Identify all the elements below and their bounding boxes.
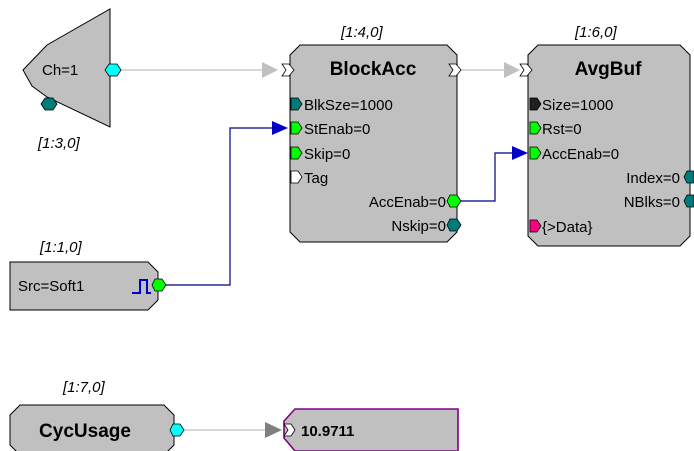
avgbuf-index-out-port[interactable] xyxy=(683,170,694,184)
channel-label: Ch=1 xyxy=(42,62,78,79)
channel-block[interactable]: Ch=1 [1:3,0] xyxy=(22,8,122,152)
avgbuf-title: AvgBuf xyxy=(575,59,643,80)
value-display-body xyxy=(283,408,459,451)
channel-aux-port[interactable] xyxy=(40,97,58,111)
blockacc-input-stenab: StEnab=0 xyxy=(304,121,370,138)
blockacc-skip-port[interactable] xyxy=(290,146,303,160)
blockacc-nskip-out-port[interactable] xyxy=(446,218,462,232)
avgbuf-body[interactable] xyxy=(527,44,691,247)
trigger-block[interactable]: [1:1,0] Src=Soft1 xyxy=(9,239,167,311)
wires xyxy=(120,62,528,438)
avgbuf-input-rst: Rst=0 xyxy=(542,121,582,138)
avgbuf-nblks-out-port[interactable] xyxy=(683,194,694,208)
wire-accenab-to-avgbuf[interactable] xyxy=(460,152,512,202)
trigger-body[interactable] xyxy=(9,261,159,311)
trigger-coord: [1:1,0] xyxy=(39,239,83,256)
wire-trigger-to-stenab[interactable] xyxy=(166,127,272,286)
cycusage-output-port[interactable] xyxy=(169,423,185,437)
value-display-text: 10.9711 xyxy=(301,423,354,440)
trigger-output-port[interactable] xyxy=(151,278,167,292)
avgbuf-output-index: Index=0 xyxy=(626,170,680,187)
cycusage-block[interactable]: [1:7,0] CycUsage xyxy=(9,379,185,451)
wire-arrow-blockacc-to-avgbuf xyxy=(504,62,520,78)
blockacc-blksze-port[interactable] xyxy=(290,97,303,111)
avgbuf-input-size: Size=1000 xyxy=(542,97,613,114)
wire-arrow-ch-to-blockacc xyxy=(262,62,278,78)
avgbuf-output-nblks: NBlks=0 xyxy=(624,194,680,211)
blockacc-output-nskip: Nskip=0 xyxy=(391,218,446,235)
cycusage-title: CycUsage xyxy=(39,421,131,442)
blockacc-coord: [1:4,0] xyxy=(340,24,384,41)
channel-output-port[interactable] xyxy=(104,63,122,77)
blockacc-title: BlockAcc xyxy=(330,59,417,80)
avgbuf-coord: [1:6,0] xyxy=(574,24,618,41)
avgbuf-block[interactable]: [1:6,0] AvgBuf Size=1000 Rst=0 AccEnab=0… xyxy=(519,24,694,247)
avgbuf-data-port[interactable] xyxy=(529,219,542,233)
pulse-edge-icon xyxy=(132,279,151,294)
value-display[interactable]: 10.9711 xyxy=(283,408,459,451)
cycusage-coord: [1:7,0] xyxy=(62,379,106,396)
channel-block-body[interactable] xyxy=(22,8,111,128)
trigger-label: Src=Soft1 xyxy=(18,278,84,295)
blockacc-main-input-port[interactable] xyxy=(281,63,295,77)
blockacc-main-output-port[interactable] xyxy=(448,63,462,77)
avgbuf-main-input-port[interactable] xyxy=(519,63,533,77)
blockacc-stenab-port[interactable] xyxy=(290,121,303,135)
wire-arrow-trigger-to-stenab xyxy=(272,121,288,135)
wire-arrow-accenab-to-avgbuf xyxy=(512,146,528,160)
value-display-input-port[interactable] xyxy=(283,423,296,437)
blockacc-tag-port[interactable] xyxy=(290,170,303,184)
blockacc-body[interactable] xyxy=(289,44,458,243)
avgbuf-input-accenab: AccEnab=0 xyxy=(542,146,619,163)
avgbuf-data-label: {>Data} xyxy=(542,219,592,236)
blockacc-block[interactable]: [1:4,0] BlockAcc BlkSze=1000 StEnab=0 Sk… xyxy=(281,24,462,243)
blockacc-output-accenab: AccEnab=0 xyxy=(369,194,446,211)
blockacc-input-blksze: BlkSze=1000 xyxy=(304,97,393,114)
channel-coord: [1:3,0] xyxy=(37,135,81,152)
avgbuf-size-port[interactable] xyxy=(529,97,542,111)
avgbuf-rst-port[interactable] xyxy=(529,121,542,135)
avgbuf-accenab-port[interactable] xyxy=(529,146,542,160)
blockacc-input-tag: Tag xyxy=(304,170,328,187)
wire-arrow-cycusage-to-display xyxy=(265,422,282,438)
blockacc-input-skip: Skip=0 xyxy=(304,146,350,163)
cycusage-body[interactable] xyxy=(9,404,175,451)
blockacc-accenab-out-port[interactable] xyxy=(446,194,462,208)
